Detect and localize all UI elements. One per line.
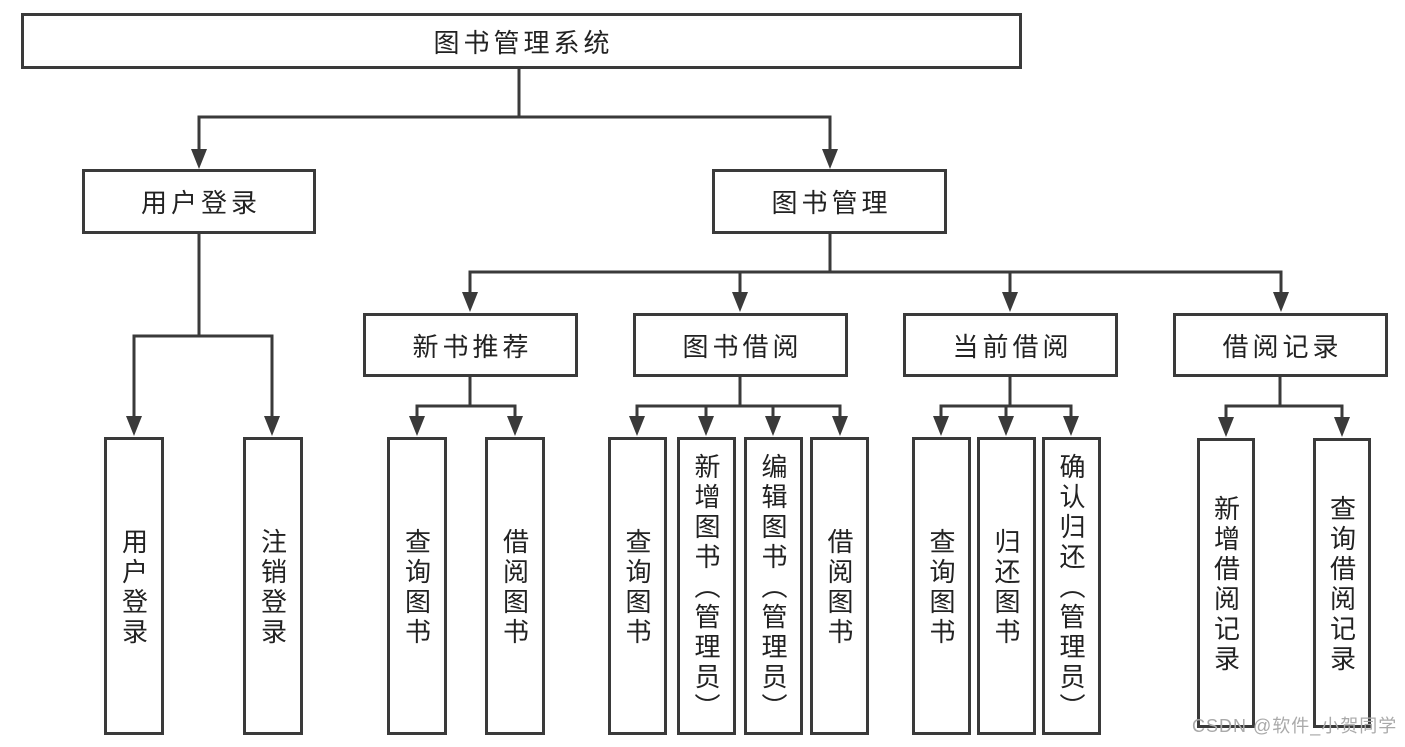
node-label: 查询借阅记录 <box>1326 495 1357 675</box>
node-new-book-recommend: 新书推荐 <box>363 313 578 377</box>
node-label: 归还图书 <box>991 528 1021 648</box>
leaf-confirm-return-admin: 确认归还（管理员） <box>1042 437 1101 735</box>
node-label: 图书管理系统 <box>433 27 614 58</box>
node-label: 当前借阅 <box>952 331 1073 362</box>
node-label: 新书推荐 <box>412 331 533 362</box>
node-label: 查询图书 <box>926 528 956 648</box>
node-current-borrow: 当前借阅 <box>903 313 1118 377</box>
leaf-query-book: 查询图书 <box>912 437 971 735</box>
node-book-management: 图书管理 <box>712 169 947 234</box>
node-book-borrow: 图书借阅 <box>633 313 848 377</box>
node-label: 注销登录 <box>257 528 288 648</box>
node-label: 新增图书（管理员） <box>691 453 721 723</box>
node-label: 编辑图书（管理员） <box>758 453 788 723</box>
node-label: 用户登录 <box>118 528 149 648</box>
leaf-query-book: 查询图书 <box>387 437 447 735</box>
leaf-query-book: 查询图书 <box>608 437 667 735</box>
leaf-borrow-book: 借阅图书 <box>485 437 545 735</box>
leaf-add-book-admin: 新增图书（管理员） <box>677 437 736 735</box>
node-label: 查询图书 <box>401 528 432 648</box>
node-label: 借阅图书 <box>824 528 854 648</box>
leaf-user-login: 用户登录 <box>104 437 164 735</box>
leaf-edit-book-admin: 编辑图书（管理员） <box>744 437 803 735</box>
leaf-add-borrow-record: 新增借阅记录 <box>1197 438 1255 728</box>
leaf-borrow-book: 借阅图书 <box>810 437 869 735</box>
node-user-login: 用户登录 <box>82 169 316 234</box>
node-label: 用户登录 <box>140 188 261 218</box>
leaf-logout: 注销登录 <box>243 437 303 735</box>
node-label: 新增借阅记录 <box>1210 495 1241 675</box>
node-borrow-records: 借阅记录 <box>1173 313 1388 377</box>
node-library-management-system: 图书管理系统 <box>21 13 1022 69</box>
csdn-watermark: CSDN @软件_小贺同学 <box>1192 716 1398 736</box>
node-label: 图书管理 <box>771 188 892 218</box>
node-label: 借阅记录 <box>1222 331 1343 362</box>
leaf-query-borrow-record: 查询借阅记录 <box>1313 438 1371 728</box>
leaf-return-book: 归还图书 <box>977 437 1036 735</box>
node-label: 借阅图书 <box>499 528 530 648</box>
node-label: 确认归还（管理员） <box>1056 453 1086 723</box>
node-label: 图书借阅 <box>682 331 803 362</box>
node-label: 查询图书 <box>622 528 652 648</box>
